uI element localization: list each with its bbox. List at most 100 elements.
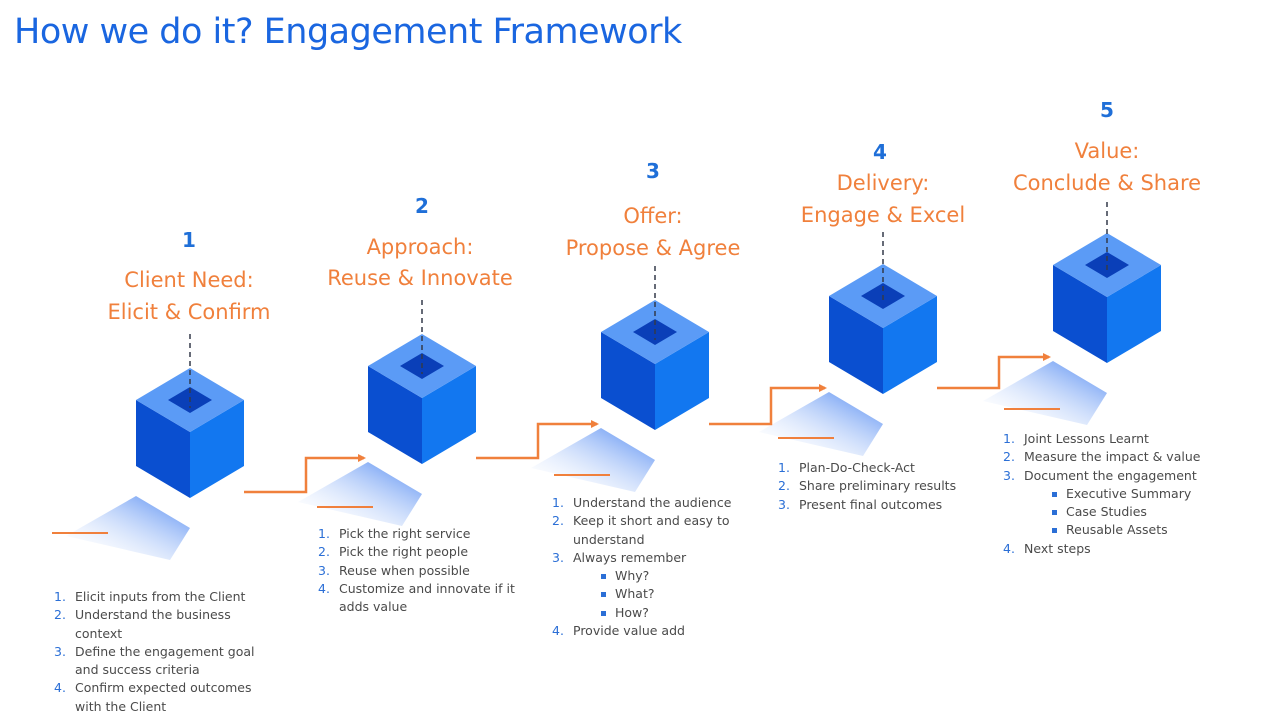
cube-3 [531, 266, 709, 492]
cube-shadow [531, 428, 655, 492]
square-bullet-icon [1052, 491, 1057, 497]
cube-shadow [298, 462, 422, 526]
step-1-number: 1 [182, 228, 196, 252]
sub-list-item: Reusable Assets [1052, 521, 1213, 539]
step-2-heading-line2: Reuse & Innovate [327, 266, 513, 290]
list-item-number: 4. [552, 623, 564, 639]
list-item: 2.Pick the right people [318, 543, 518, 561]
connector-arrow-3-to-4 [709, 384, 827, 426]
list-item: 2. Keep it short and easy to understand [552, 512, 742, 549]
sub-list-item-text: Why? [615, 568, 650, 584]
step-2-heading-line1: Approach: [366, 235, 474, 259]
list-item-number: 2. [778, 478, 790, 494]
list-item: 1. Elicit inputs from the Client [54, 588, 264, 606]
connector-arrow-2-to-3 [476, 420, 599, 460]
list-item-text: Always remember [573, 549, 687, 565]
list-item-number: 1. [552, 495, 564, 510]
square-bullet-icon [601, 610, 606, 616]
list-item-number: 4. [1003, 540, 1015, 556]
step-1-heading-line1: Client Need: [124, 268, 254, 292]
step-3-heading-line2: Propose & Agree [565, 236, 741, 260]
list-item-text: Next steps [1024, 540, 1091, 556]
list-item: 4. Confirm expected outcomes with the Cli… [54, 679, 264, 716]
list-item-text: Plan-Do-Check-Act [799, 460, 915, 475]
sub-list-item-text: Executive Summary [1066, 485, 1192, 501]
square-bullet-icon [601, 592, 606, 598]
cube-right-face [883, 296, 937, 394]
step-4-list: 1. Plan-Do-Check-Act 2. Share preliminary r… [778, 459, 978, 514]
list-item-number: 4. [318, 580, 330, 596]
sub-list-item: Why? [601, 567, 742, 585]
cube-left-face [829, 296, 883, 394]
square-bullet-icon [1052, 528, 1057, 534]
cube-shadow [983, 361, 1107, 425]
list-item-number: 1. [1003, 431, 1015, 446]
cube-shadow [759, 392, 883, 456]
list-item-text: Understand the business context [75, 607, 231, 641]
list-item-number: 4. [54, 680, 66, 696]
step-5-heading-line1: Value: [1074, 139, 1140, 163]
page-title: How we do it? Engagement Framework [14, 12, 682, 52]
list-item-text: Reuse when possible [339, 562, 470, 578]
sub-list-item: How? [601, 604, 742, 622]
list-item-text: Keep it short and easy to understand [573, 513, 730, 547]
step-4-heading-line2: Engage & Excel [800, 203, 966, 227]
step-5-number: 5 [1100, 98, 1114, 122]
list-item: 4. Next steps [1003, 540, 1213, 558]
cube-left-face [136, 400, 190, 498]
step-5-list: 1. Joint Lessons Learnt 2. Measure the impa… [1003, 430, 1213, 558]
cube-1 [66, 334, 244, 560]
step-3-divider [554, 474, 610, 476]
square-bullet-icon [601, 574, 606, 580]
step-1-heading-line2: Elicit & Confirm [107, 300, 271, 324]
list-item: 1. Joint Lessons Learnt [1003, 430, 1213, 448]
list-item: 1. Understand the audience [552, 494, 742, 512]
list-item-number: 2. [552, 513, 564, 529]
cube-shadow [66, 496, 190, 560]
sub-list-item-text: What? [615, 586, 655, 602]
sub-list: Why? What? How? [573, 567, 742, 622]
list-item-number: 3. [552, 549, 564, 565]
step-3-heading-line1: Offer: [623, 204, 683, 228]
list-item-text: Elicit inputs from the Client [75, 589, 246, 604]
list-item-number: 1. [318, 526, 330, 541]
step-5-heading-line2: Conclude & Share [1012, 171, 1202, 195]
list-item-number: 1. [778, 460, 790, 475]
list-item-text: Define the engagement goal and success c… [75, 643, 255, 678]
list-item-text: Confirm expected outcomes with the Clien… [75, 680, 252, 714]
sub-list-item-text: Case Studies [1066, 504, 1147, 520]
list-item-text: Document the engagement [1024, 467, 1197, 483]
list-item-number: 2. [54, 607, 66, 623]
step-4-number: 4 [873, 140, 887, 164]
cube-right-face [190, 400, 244, 498]
cube-5 [983, 202, 1161, 425]
cube-right-face [655, 332, 709, 430]
list-item-number: 1. [54, 589, 66, 604]
cube-2 [298, 300, 476, 526]
list-item-text: Present final outcomes [799, 496, 943, 512]
step-2-number: 2 [415, 194, 429, 218]
step-4-divider [778, 437, 834, 439]
sub-list-item: What? [601, 585, 742, 603]
list-item-number: 2. [1003, 449, 1015, 465]
connector-arrow-4-to-5 [937, 353, 1051, 390]
cube-left-face [601, 332, 655, 430]
sub-list-item-text: Reusable Assets [1066, 522, 1168, 538]
list-item-text: Understand the audience [573, 495, 732, 510]
step-5-divider [1004, 408, 1060, 410]
list-item-text: Customize and innovate if it adds value [339, 580, 515, 615]
cube-left-face [368, 366, 422, 464]
sub-list-item: Case Studies [1052, 503, 1213, 521]
list-item-text: Pick the right people [339, 544, 469, 560]
list-item: 1. Plan-Do-Check-Act [778, 459, 978, 477]
list-item: 1.Pick the right service [318, 525, 518, 543]
list-item: 2. Measure the impact & value [1003, 448, 1213, 466]
sub-list-item: Executive Summary [1052, 485, 1213, 503]
step-1-divider [52, 532, 108, 534]
step-3-list: 1. Understand the audience 2. Keep it short… [552, 494, 742, 640]
list-item-text: Joint Lessons Learnt [1024, 431, 1149, 446]
list-item-text: Share preliminary results [799, 478, 957, 494]
list-item-text: Measure the impact & value [1024, 449, 1201, 465]
